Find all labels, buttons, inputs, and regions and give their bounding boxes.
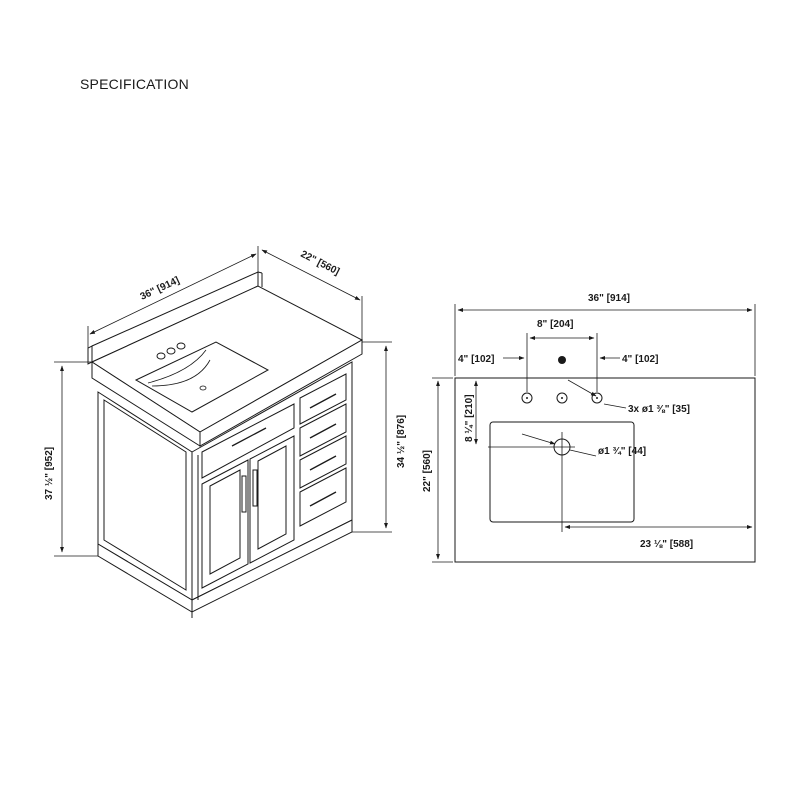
countertop-plan-view (454, 356, 756, 563)
plan-depth-label: 22" [560] (422, 450, 433, 492)
plan-dimensions: 36" [914] 8" [204] 4" [102] 4" [102] 22"… (422, 293, 756, 563)
iso-depth-label: 22" [560] (299, 249, 341, 278)
plan-left-offset-label: 4" [102] (458, 354, 494, 365)
sink-basin (134, 341, 270, 413)
plan-width-label: 36" [914] (588, 293, 630, 304)
drawer-stack (299, 373, 347, 527)
left-door (201, 459, 249, 589)
vanity-isometric-view (87, 271, 364, 618)
iso-cabinet-height-label: 34 ½" [876] (396, 415, 407, 468)
plan-faucet-holes-label: 3x ø1 ⅜" [35] (628, 404, 690, 415)
faucet-center-mark (558, 356, 566, 364)
faucet-holes-iso (156, 342, 186, 360)
plan-right-offset-label: 4" [102] (622, 354, 658, 365)
right-door (249, 435, 295, 564)
iso-width-label: 36" [914] (139, 275, 182, 303)
plan-drain-right-label: 23 ⅛" [588] (640, 539, 693, 550)
door-handles (241, 469, 258, 513)
drain (488, 432, 575, 532)
top-drawer (201, 403, 295, 479)
plan-sink-front-label: 8 ¼" [210] (464, 394, 475, 442)
plan-drain-label: ø1 ¾" [44] (598, 446, 646, 457)
iso-total-height-label: 37 ½" [952] (44, 447, 55, 500)
countertop-outline (454, 377, 756, 563)
page-title: SPECIFICATION (80, 76, 189, 92)
plan-spread-label: 8" [204] (537, 319, 573, 330)
faucet-holes-plan (521, 392, 603, 404)
